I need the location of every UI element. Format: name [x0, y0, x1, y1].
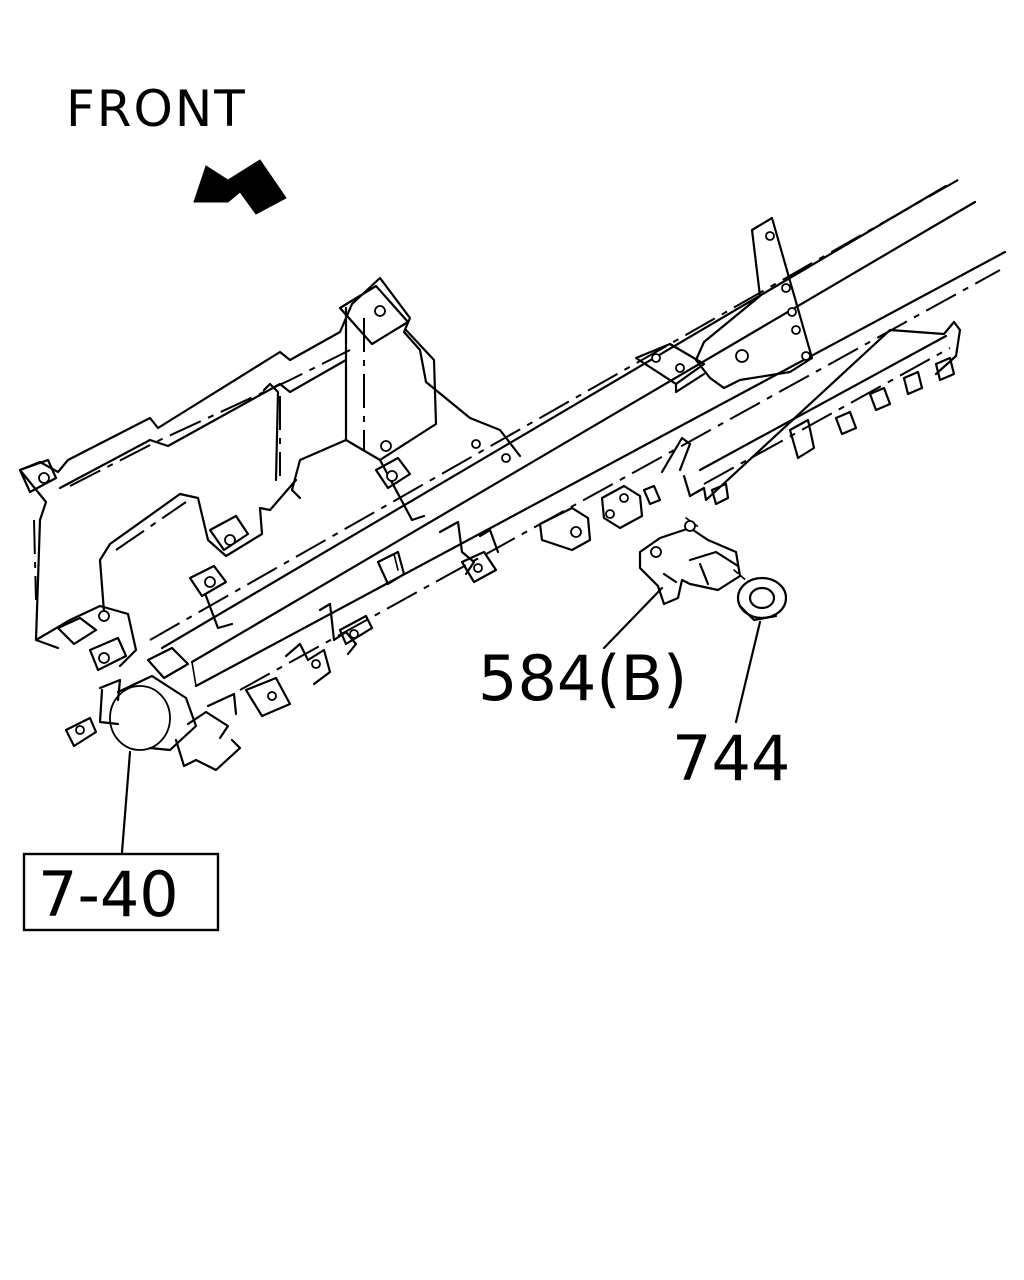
rail-brackets: [284, 216, 814, 686]
rear-subframe: [18, 276, 522, 650]
front-arrow-icon: [193, 159, 287, 215]
right-outrigger: [660, 320, 962, 506]
stud-row: [710, 356, 956, 506]
callout-sensor-part: 584(B): [478, 642, 687, 715]
sensor-assembly: [638, 517, 788, 622]
callout-reference-box: 7-40: [38, 858, 179, 931]
frame-rails: [149, 175, 1007, 691]
front-label: FRONT: [66, 80, 247, 138]
actuator-cylinder-icon: [109, 685, 171, 751]
rear-end-assembly: [34, 604, 292, 772]
reference-box: [22, 852, 220, 932]
callout-grommet-part: 744: [672, 722, 790, 795]
leader-lines: [120, 586, 762, 854]
